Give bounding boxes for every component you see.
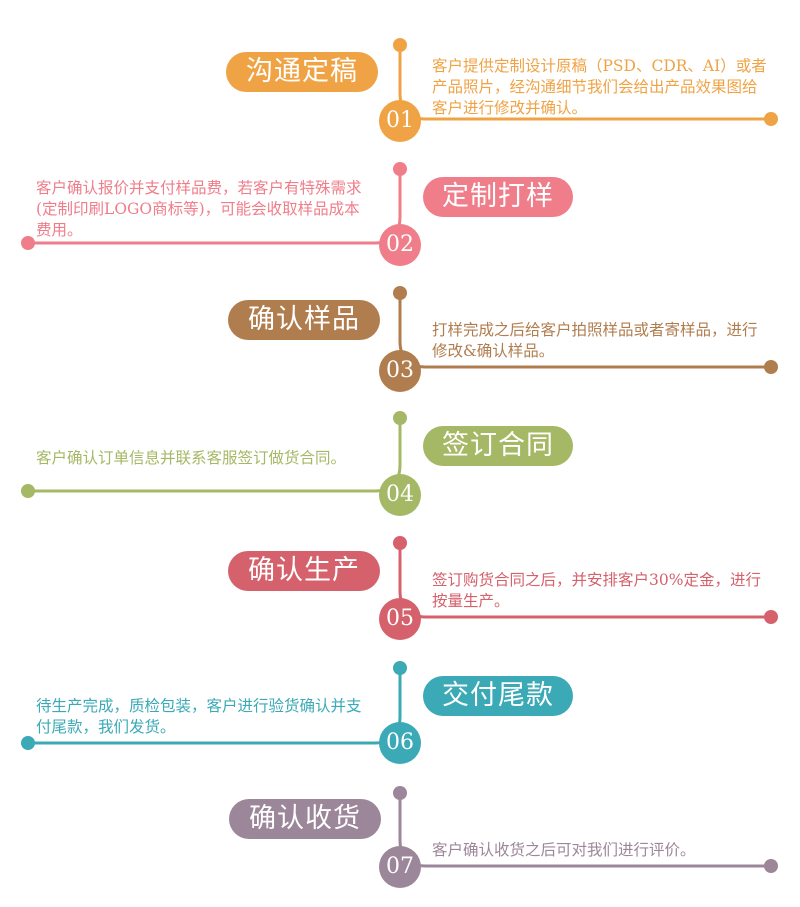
step-05-number-badge: 05 [379, 598, 421, 640]
step-02-description: 客户确认报价并支付样品费，若客户有特殊需求(定制印刷LOGO商标等)，可能会收取… [36, 179, 362, 239]
step-06-description: 待生产完成，质检包装，客户进行验货确认并支付尾款，我们发货。 [36, 697, 362, 736]
step-03-top-dot [393, 286, 407, 300]
step-07-top-dot [393, 786, 407, 800]
step-07-end-dot [764, 859, 778, 873]
step-03-title: 确认样品 [228, 300, 380, 340]
step-07-number-badge: 07 [379, 846, 421, 888]
step-02-top-dot [393, 162, 407, 176]
step-01-end-dot [764, 112, 778, 126]
step-03-end-dot [764, 360, 778, 374]
step-02-end-dot [21, 236, 35, 250]
step-01-title: 沟通定稿 [226, 52, 378, 92]
step-05-top-dot [393, 536, 407, 550]
step-04-top-dot [393, 411, 407, 425]
step-03-number-badge: 03 [379, 350, 421, 392]
step-04-title: 签订合同 [423, 426, 573, 466]
step-01-description: 客户提供定制设计原稿（PSD、CDR、AI）或者产品照片，经沟通细节我们会给出产… [432, 57, 767, 117]
step-03-description: 打样完成之后给客户拍照样品或者寄样品，进行修改&确认样品。 [432, 321, 758, 360]
step-06-title: 交付尾款 [423, 676, 573, 716]
step-02-title: 定制打样 [423, 177, 573, 217]
step-05-description: 签订购货合同之后，并安排客户30%定金，进行按量生产。 [432, 571, 761, 610]
step-04-number-badge: 04 [379, 474, 421, 516]
step-07-description: 客户确认收货之后可对我们进行评价。 [432, 841, 696, 859]
step-05-end-dot [764, 610, 778, 624]
step-01-number-badge: 01 [379, 100, 421, 142]
step-05-title: 确认生产 [228, 551, 380, 591]
step-07-title: 确认收货 [229, 799, 381, 839]
step-01-top-dot [393, 38, 407, 52]
step-02-number-badge: 02 [379, 224, 421, 266]
step-06-top-dot [393, 661, 407, 675]
step-04-end-dot [21, 484, 35, 498]
step-04-description: 客户确认订单信息并联系客服签订做货合同。 [36, 449, 347, 467]
step-06-end-dot [21, 736, 35, 750]
step-06-number-badge: 06 [379, 722, 421, 764]
